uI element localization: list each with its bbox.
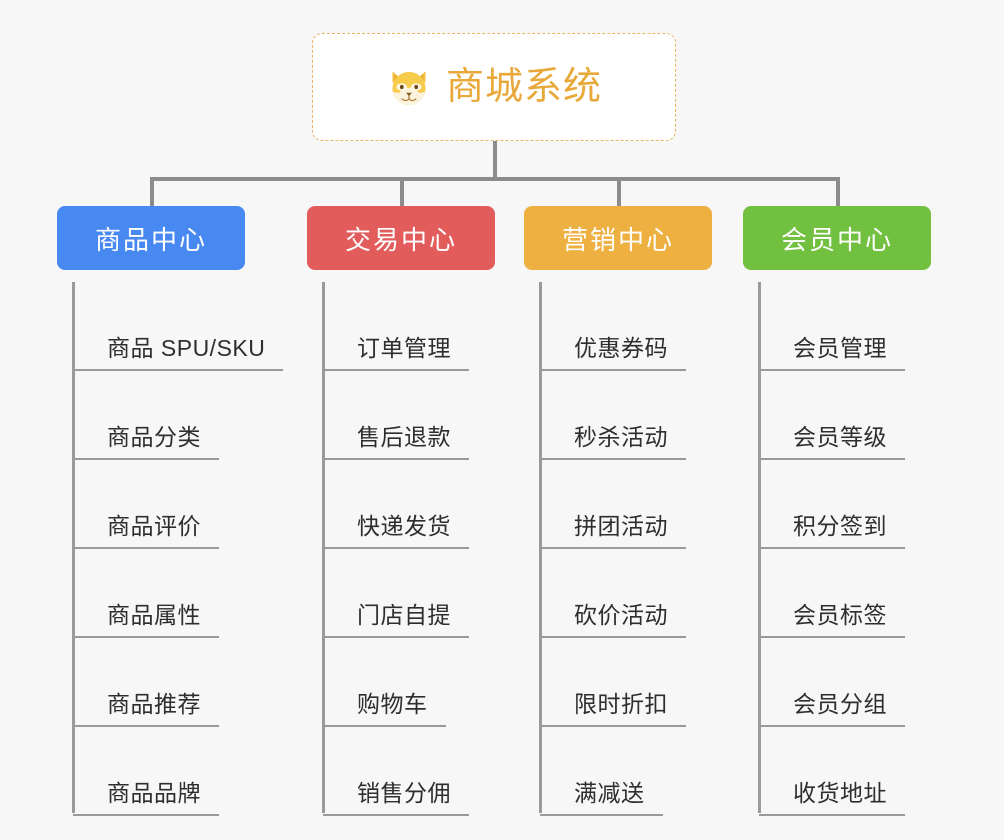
leaf-label: 会员等级 — [759, 426, 905, 460]
branch-header-4[interactable]: 会员中心 — [743, 206, 931, 270]
branch-header-2[interactable]: 交易中心 — [307, 206, 495, 270]
leaf-label: 会员分组 — [759, 693, 905, 727]
leaf-label: 购物车 — [323, 693, 446, 727]
leaf-label: 商品属性 — [73, 604, 219, 638]
list-item[interactable]: 售后退款 — [323, 371, 532, 460]
leaf-label: 商品品牌 — [73, 782, 219, 816]
list-item[interactable]: 优惠券码 — [540, 282, 749, 371]
leaf-label: 秒杀活动 — [540, 426, 686, 460]
connector-drop-4 — [836, 177, 840, 212]
list-item[interactable]: 会员分组 — [759, 638, 968, 727]
branch-3-leaf-list: 优惠券码 秒杀活动 拼团活动 砍价活动 限时折扣 满减送 — [524, 282, 749, 816]
leaf-label: 积分签到 — [759, 515, 905, 549]
leaf-label: 限时折扣 — [540, 693, 686, 727]
branch-header-2-label: 交易中心 — [344, 224, 457, 255]
list-item[interactable]: 限时折扣 — [540, 638, 749, 727]
list-item[interactable]: 商品评价 — [73, 460, 287, 549]
leaf-label: 订单管理 — [323, 337, 469, 371]
leaf-label: 售后退款 — [323, 426, 469, 460]
leaf-label: 商品 SPU/SKU — [73, 337, 284, 371]
list-item[interactable]: 销售分佣 — [323, 727, 532, 816]
leaf-label: 满减送 — [540, 782, 663, 816]
branch-header-3[interactable]: 营销中心 — [524, 206, 712, 270]
connector-drop-2 — [400, 177, 404, 212]
list-item[interactable]: 收货地址 — [759, 727, 968, 816]
branch-1-leaf-list: 商品 SPU/SKU 商品分类 商品评价 商品属性 商品推荐 商品品牌 — [57, 282, 287, 816]
branch-2-leaf-list: 订单管理 售后退款 快递发货 门店自提 购物车 销售分佣 — [307, 282, 532, 816]
connector-drop-1 — [150, 177, 154, 212]
connector-horizontal-bus — [150, 177, 840, 181]
shiba-dog-face-icon — [392, 71, 426, 105]
list-item[interactable]: 会员等级 — [759, 371, 968, 460]
list-item[interactable]: 门店自提 — [323, 549, 532, 638]
leaf-label: 优惠券码 — [540, 337, 686, 371]
leaf-label: 商品评价 — [73, 515, 219, 549]
branch-column-1: 商品中心 商品 SPU/SKU 商品分类 商品评价 商品属性 商品推荐 商品品牌 — [57, 206, 287, 816]
list-item[interactable]: 满减送 — [540, 727, 749, 816]
leaf-label: 商品分类 — [73, 426, 219, 460]
leaf-label: 会员标签 — [759, 604, 905, 638]
list-item[interactable]: 快递发货 — [323, 460, 532, 549]
list-item[interactable]: 拼团活动 — [540, 460, 749, 549]
branch-header-1-label: 商品中心 — [94, 224, 207, 255]
leaf-label: 快递发货 — [323, 515, 469, 549]
list-item[interactable]: 秒杀活动 — [540, 371, 749, 460]
branch-column-4: 会员中心 会员管理 会员等级 积分签到 会员标签 会员分组 收货地址 — [743, 206, 968, 816]
list-item[interactable]: 会员管理 — [759, 282, 968, 371]
branch-header-4-label: 会员中心 — [780, 224, 893, 255]
list-item[interactable]: 购物车 — [323, 638, 532, 727]
list-item[interactable]: 砍价活动 — [540, 549, 749, 638]
leaf-label: 商品推荐 — [73, 693, 219, 727]
branch-column-2: 交易中心 订单管理 售后退款 快递发货 门店自提 购物车 销售分佣 — [307, 206, 532, 816]
list-item[interactable]: 商品推荐 — [73, 638, 287, 727]
leaf-label: 销售分佣 — [323, 782, 469, 816]
branch-column-3: 营销中心 优惠券码 秒杀活动 拼团活动 砍价活动 限时折扣 满减送 — [524, 206, 749, 816]
branch-header-1[interactable]: 商品中心 — [57, 206, 245, 270]
list-item[interactable]: 商品 SPU/SKU — [73, 282, 287, 371]
root-title: 商城系统 — [445, 66, 602, 108]
list-item[interactable]: 积分签到 — [759, 460, 968, 549]
leaf-label: 收货地址 — [759, 782, 905, 816]
leaf-label: 门店自提 — [323, 604, 469, 638]
root-node[interactable]: 商城系统 — [312, 33, 676, 141]
connector-root-stem — [493, 141, 497, 180]
list-item[interactable]: 订单管理 — [323, 282, 532, 371]
list-item[interactable]: 商品分类 — [73, 371, 287, 460]
leaf-label: 砍价活动 — [540, 604, 686, 638]
list-item[interactable]: 商品品牌 — [73, 727, 287, 816]
leaf-label: 会员管理 — [759, 337, 905, 371]
connector-drop-3 — [617, 177, 621, 212]
list-item[interactable]: 会员标签 — [759, 549, 968, 638]
leaf-label: 拼团活动 — [540, 515, 686, 549]
branch-4-leaf-list: 会员管理 会员等级 积分签到 会员标签 会员分组 收货地址 — [743, 282, 968, 816]
branch-header-3-label: 营销中心 — [561, 224, 674, 255]
list-item[interactable]: 商品属性 — [73, 549, 287, 638]
